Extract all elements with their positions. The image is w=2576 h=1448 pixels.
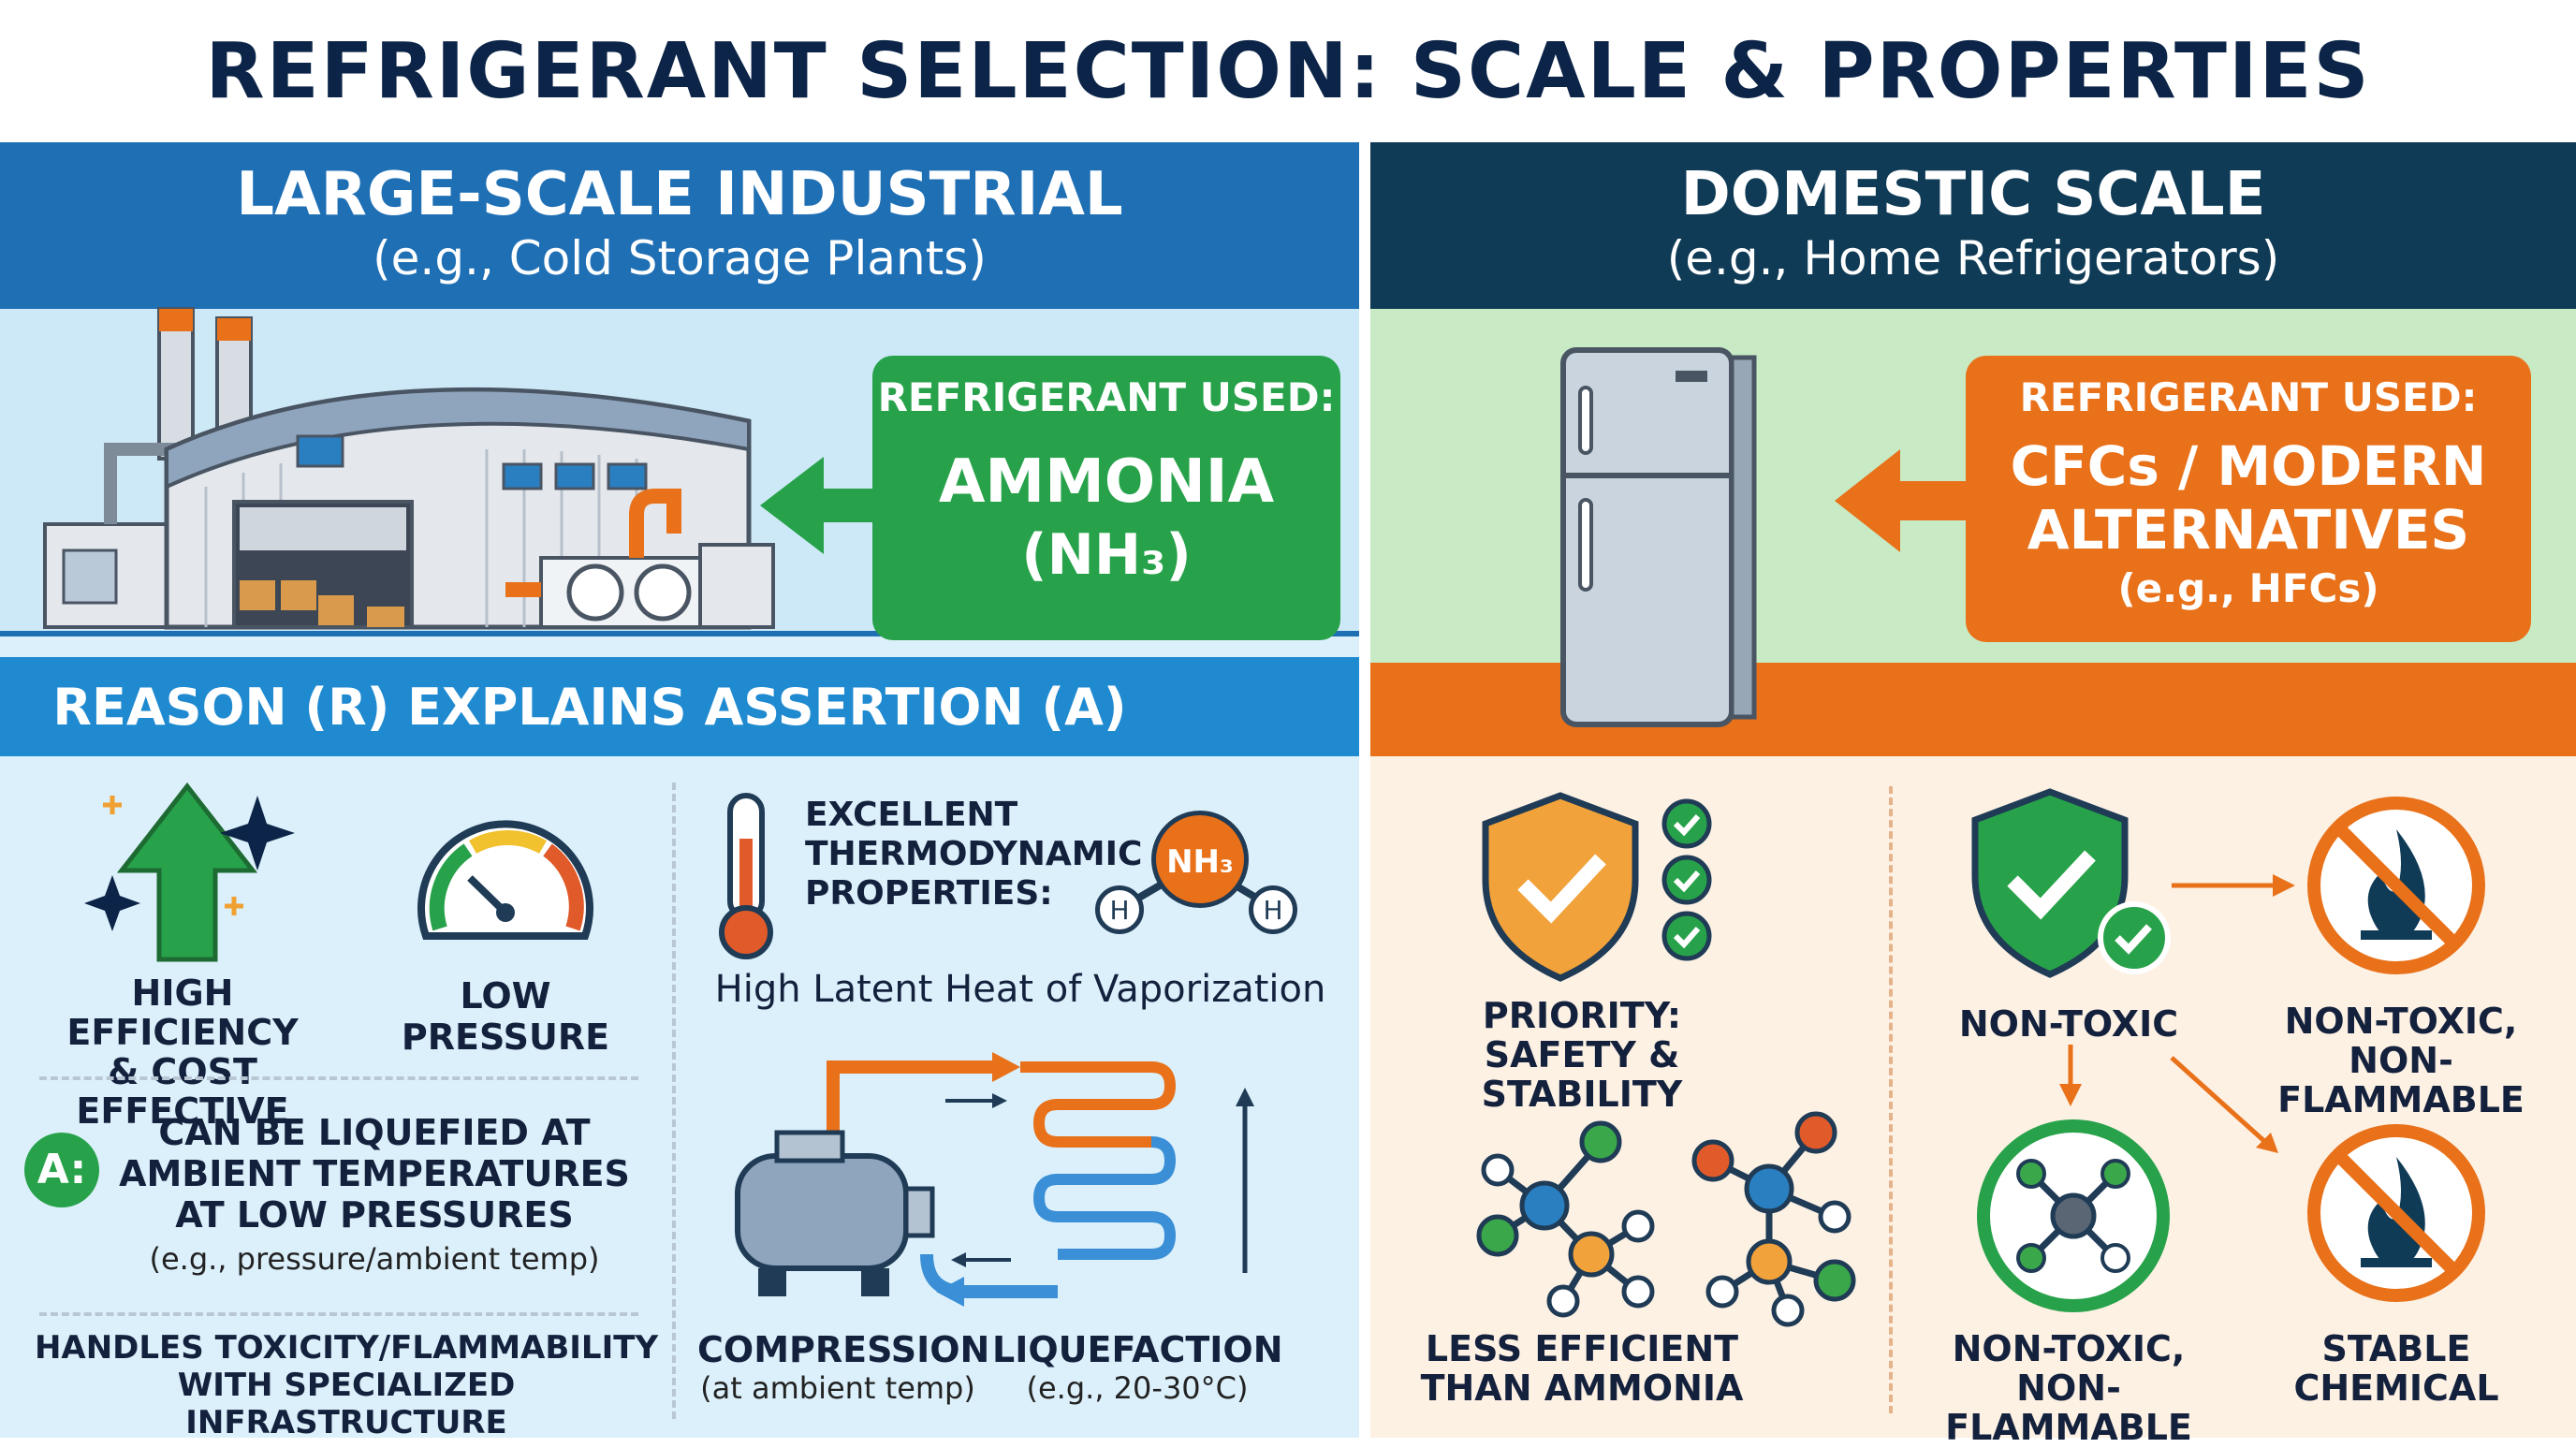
right-header: DOMESTIC SCALE (e.g., Home Refrigerators… [1370, 142, 2576, 309]
cfc-badge-lines: CFCs / MODERN ALTERNATIVES [1966, 434, 2531, 562]
hydrogen-atom-left: H [1095, 885, 1144, 934]
assertion-text: CAN BE LIQUEFIED AT AMBIENT TEMPERATURES… [112, 1112, 637, 1236]
nitrogen-atom: NH₃ [1151, 811, 1249, 908]
cfc-badge-line-1: CFCs / MODERN [2010, 434, 2487, 498]
high-efficiency-line-1: HIGH EFFICIENCY [66, 973, 299, 1053]
cfc-badge-note: (e.g., HFCs) [2117, 565, 2379, 611]
right-header-subtitle: (e.g., Home Refrigerators) [1666, 231, 2280, 285]
refrigerant-used-cfc-badge: REFRIGERANT USED: CFCs / MODERN ALTERNAT… [1966, 356, 2531, 642]
assertion-line-3: AT LOW PRESSURES [175, 1194, 574, 1236]
ammonia-badge-heading: REFRIGERANT USED: [877, 374, 1336, 420]
no-flame-stable-icon [2307, 1124, 2485, 1302]
nh3-molecule: NH₃ H H [1076, 807, 1301, 947]
refrigerator-icon [1560, 347, 1757, 727]
non-toxic-non-flammable-bottom-label: NON-TOXIC, NON-FLAMMABLE [1900, 1329, 2237, 1447]
low-pressure-label: LOW PRESSURE [401, 975, 610, 1058]
nt-nf-top-line-1: NON-TOXIC, [2284, 1001, 2518, 1042]
thermodynamic-properties-label: EXCELLENT THERMODYNAMIC PROPERTIES: [805, 796, 1143, 914]
thermo-line-3: PROPERTIES: [805, 874, 1053, 913]
reason-banner-text: REASON (R) EXPLAINS ASSERTION (A) [52, 678, 1127, 737]
left-header-subtitle: (e.g., Cold Storage Plants) [373, 231, 987, 285]
less-efficient-label: LESS EFFICIENT THAN AMMONIA [1395, 1329, 1769, 1408]
handles-toxicity-label: HANDLES TOXICITY/FLAMMABILITY WITH SPECI… [19, 1329, 674, 1441]
right-header-title: DOMESTIC SCALE [1680, 160, 2266, 229]
priority-line-2: SAFETY & STABILITY [1481, 1034, 1683, 1115]
nt-nf-top-line-2: NON-FLAMMABLE [2277, 1040, 2525, 1120]
left-header: LARGE-SCALE INDUSTRIAL (e.g., Cold Stora… [0, 142, 1359, 309]
ammonia-badge-formula: (NH₃) [1021, 522, 1192, 588]
handles-line-1: HANDLES TOXICITY/FLAMMABILITY [34, 1329, 659, 1367]
reason-banner: REASON (R) EXPLAINS ASSERTION (A) [0, 657, 1359, 756]
cfc-badge-heading: REFRIGERANT USED: [2019, 374, 2478, 420]
less-efficient-line-1: LESS EFFICIENT [1425, 1328, 1739, 1369]
handles-line-2: WITH SPECIALIZED INFRASTRUCTURE [177, 1367, 516, 1441]
non-toxic-non-flammable-top-label: NON-TOXIC, NON-FLAMMABLE [2228, 1002, 2574, 1119]
high-efficiency-line-2: & COST EFFECTIVE [76, 1051, 289, 1132]
green-shield-check-icon [1971, 788, 2171, 978]
right-orange-band [1370, 663, 2576, 756]
assertion-line-2: AMBIENT TEMPERATURES [119, 1153, 630, 1194]
cfc-badge-line-2: ALTERNATIVES [2027, 498, 2470, 562]
pressure-gauge-icon [417, 820, 593, 940]
up-arrow-sparkle-icon [84, 782, 295, 962]
stable-line-2: CHEMICAL [2293, 1368, 2499, 1409]
flow-arrows-icon [2059, 874, 2295, 1153]
refrigerant-used-ammonia-badge: REFRIGERANT USED: AMMONIA (NH₃) [872, 356, 1340, 640]
assertion-badge: A: [24, 1133, 99, 1207]
compression-note: (at ambient temp) [700, 1370, 975, 1406]
no-flame-icon [2307, 797, 2485, 974]
left-vertical-divider [672, 783, 676, 1419]
hydrogen-atom-right: H [1249, 885, 1297, 934]
ammonia-badge-name: AMMONIA [938, 447, 1275, 517]
stable-line-1: STABLE [2321, 1328, 2471, 1369]
stable-chemical-label: STABLE CHEMICAL [2265, 1329, 2527, 1408]
thermometer-icon [719, 793, 773, 959]
high-efficiency-label: HIGH EFFICIENCY & COST EFFECTIVE [19, 973, 346, 1131]
left-horizontal-divider-2 [39, 1312, 638, 1316]
non-toxic-label: NON-TOXIC [1958, 1003, 2179, 1045]
less-efficient-line-2: THAN AMMONIA [1420, 1368, 1744, 1409]
thermo-line-2: THERMODYNAMIC [805, 835, 1143, 873]
safe-molecule-icon [1977, 1119, 2170, 1312]
priority-label: PRIORITY: SAFETY & STABILITY [1395, 996, 1769, 1114]
liquefaction-label: LIQUEFACTION [992, 1329, 1283, 1370]
assertion-note: (e.g., pressure/ambient temp) [149, 1241, 600, 1277]
nt-nf-bottom-line-2: NON-FLAMMABLE [1945, 1368, 2192, 1448]
latent-heat-label: High Latent Heat of Vaporization [714, 968, 1326, 1011]
right-vertical-divider [1889, 786, 1893, 1413]
thermo-line-1: EXCELLENT [805, 796, 1018, 834]
factory-icon [0, 307, 1359, 636]
left-horizontal-divider-1 [39, 1076, 638, 1080]
liquefaction-note: (e.g., 20-30°C) [1026, 1370, 1249, 1406]
cfc-molecules-icon [1476, 1111, 1856, 1327]
nt-nf-bottom-line-1: NON-TOXIC, [1952, 1328, 2186, 1369]
refrigeration-cycle-icon [735, 1052, 1254, 1307]
page-title: REFRIGERANT SELECTION: SCALE & PROPERTIE… [205, 27, 2371, 116]
left-header-title: LARGE-SCALE INDUSTRIAL [236, 160, 1123, 229]
left-arrow-icon [1835, 449, 1975, 552]
compression-label: COMPRESSION [697, 1329, 990, 1370]
priority-line-1: PRIORITY: [1482, 995, 1682, 1036]
assertion-line-1: CAN BE LIQUEFIED AT [158, 1112, 591, 1153]
orange-shield-check-icon [1482, 792, 1712, 982]
